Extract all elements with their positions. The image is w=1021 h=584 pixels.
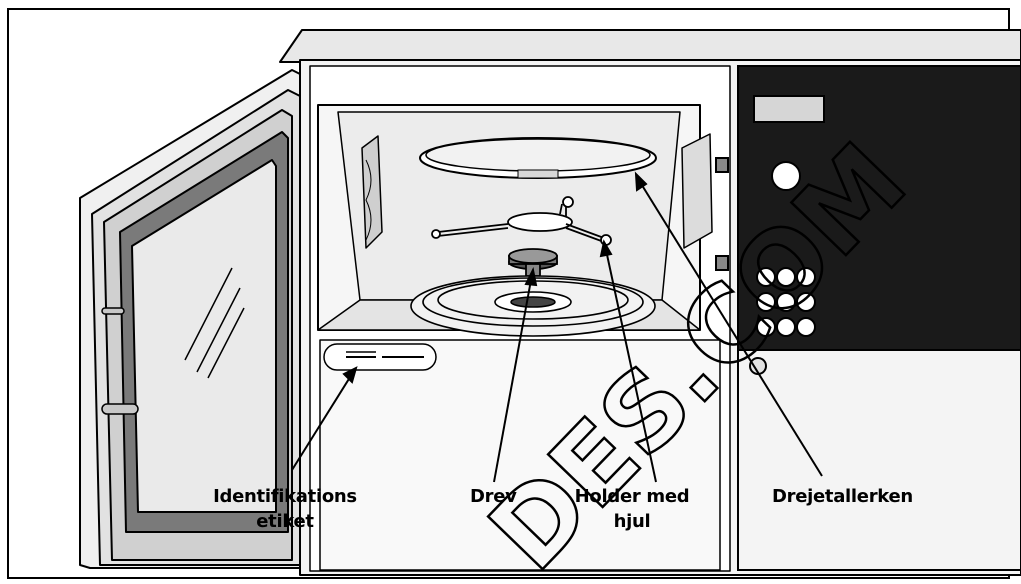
roller-ring [431, 196, 612, 246]
turntable-caption: Drejetallerken [772, 486, 913, 507]
identification-label-line2: etiket [256, 511, 314, 532]
display [753, 95, 825, 123]
interlock-upper [715, 157, 729, 173]
roller-caption: Holder med hjul [572, 486, 692, 532]
leader-lines [291, 171, 823, 483]
drive-caption: Drev [470, 486, 517, 507]
door-latch-bottom [101, 403, 139, 415]
interlock-lower [715, 255, 729, 271]
roller-caption-line2: hjul [613, 511, 651, 532]
roller-base [410, 275, 656, 337]
left-vent [361, 135, 383, 249]
waveguide-cover [681, 133, 713, 249]
roller-caption-line1: Holder med [574, 486, 690, 507]
identification-label-caption: Identifikations etiket [210, 486, 360, 532]
door [79, 69, 309, 569]
turntable-plate [419, 137, 657, 179]
control-panel [715, 65, 1021, 571]
identification-label [323, 343, 437, 371]
identification-label-line1: Identifikations [213, 486, 357, 507]
door-latch-top [101, 307, 125, 315]
control-knob [771, 161, 801, 191]
